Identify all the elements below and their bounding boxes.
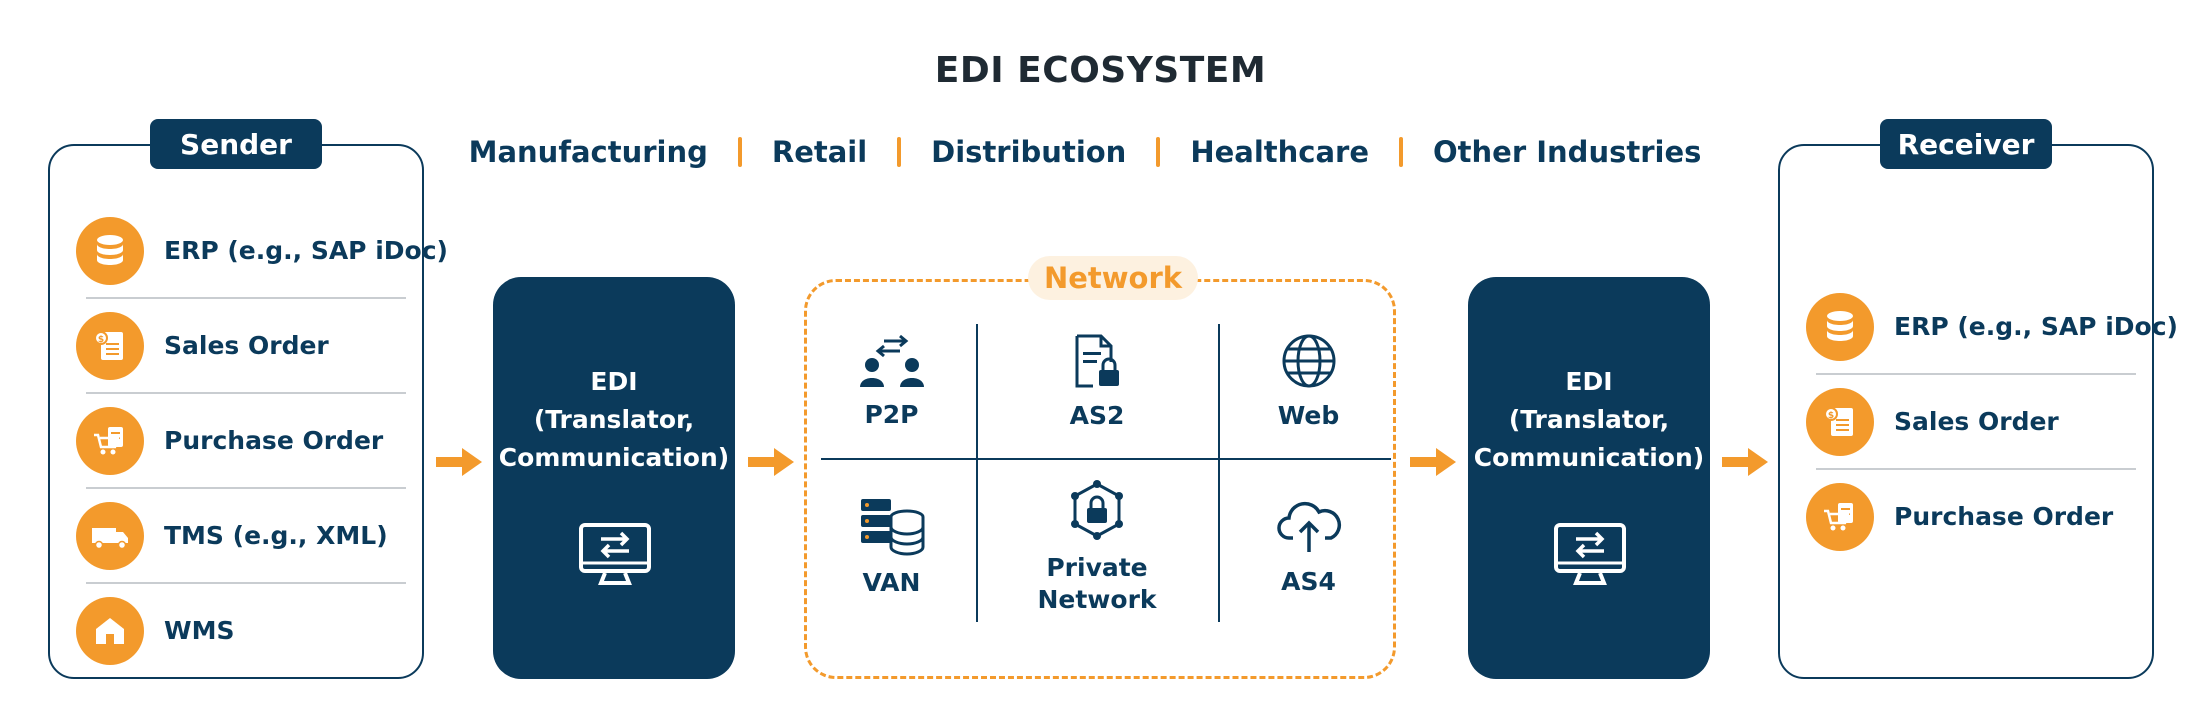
divider — [1816, 373, 2136, 375]
label-line: Network — [1037, 585, 1157, 614]
arrow-right-icon — [436, 448, 482, 476]
server-database-icon — [860, 499, 924, 556]
receiver-label: Receiver — [1880, 119, 2052, 169]
network-cell-as4: AS4 — [1218, 472, 1399, 622]
monitor-exchange-icon — [579, 523, 651, 585]
sender-item-tms: TMS (e.g., XML) — [76, 489, 406, 582]
database-icon — [1806, 292, 1874, 361]
diagram-title: EDI ECOSYSTEM — [934, 50, 1267, 91]
network-cell-label: Web — [1277, 401, 1340, 430]
secure-document-icon — [1075, 334, 1119, 388]
warehouse-icon — [76, 596, 144, 665]
sender-item-label: Purchase Order — [164, 426, 384, 455]
edi-subtitle-line: Communication) — [498, 443, 730, 472]
receiver-item-sales-order: $ Sales Order — [1806, 375, 2136, 468]
cloud-upload-icon — [1276, 501, 1341, 552]
sender-label: Sender — [150, 119, 322, 169]
svg-text:$: $ — [98, 335, 104, 345]
arrow-right-icon — [748, 448, 794, 476]
arrow-right-icon — [1410, 448, 1456, 476]
grid-divider-vertical — [1218, 324, 1220, 622]
industry-separator — [897, 137, 902, 167]
network-cell-van: VAN — [807, 472, 976, 622]
svg-text:$: $ — [1828, 411, 1834, 421]
edi-subtitle-line: Communication) — [1473, 443, 1705, 472]
industry-retail: Retail — [771, 135, 868, 169]
sender-item-label: ERP (e.g., SAP iDoc) — [164, 236, 448, 265]
edi-title: EDI — [1565, 367, 1613, 396]
divider — [86, 487, 406, 489]
cart-icon — [1806, 482, 1874, 551]
receiver-item-purchase-order: Purchase Order — [1806, 470, 2136, 563]
network-cell-label: P2P — [864, 400, 919, 429]
monitor-exchange-icon — [1554, 523, 1626, 585]
document-icon: $ — [76, 311, 144, 380]
receiver-item-label: ERP (e.g., SAP iDoc) — [1894, 312, 2178, 341]
sender-item-erp: ERP (e.g., SAP iDoc) — [76, 204, 448, 297]
divider — [1816, 468, 2136, 470]
network-panel: P2P AS2 Web VAN — [804, 279, 1396, 679]
lock-network-icon — [1071, 480, 1123, 540]
sender-item-label: WMS — [164, 616, 235, 645]
edi-translator-left: EDI (Translator, Communication) — [493, 277, 735, 679]
grid-divider-vertical — [976, 324, 978, 622]
receiver-item-label: Sales Order — [1894, 407, 2059, 436]
receiver-item-label: Purchase Order — [1894, 502, 2114, 531]
edi-translator-right: EDI (Translator, Communication) — [1468, 277, 1710, 679]
sender-panel: ERP (e.g., SAP iDoc) $ Sales Order Purch… — [48, 144, 448, 679]
sender-item-wms: WMS — [76, 584, 406, 677]
industry-distribution: Distribution — [931, 135, 1127, 169]
network-cell-label: AS2 — [1069, 401, 1125, 430]
receiver-item-erp: ERP (e.g., SAP iDoc) — [1806, 280, 2178, 373]
industry-separator — [1156, 137, 1161, 167]
industry-separator — [737, 137, 742, 167]
network-cell-web: Web — [1218, 312, 1399, 452]
edi-title: EDI — [590, 367, 638, 396]
divider — [86, 297, 406, 299]
divider — [86, 392, 406, 394]
industries-row: Manufacturing Retail Distribution Health… — [420, 130, 1750, 174]
sender-item-purchase-order: Purchase Order — [76, 394, 406, 487]
database-icon — [76, 216, 144, 285]
receiver-panel: ERP (e.g., SAP iDoc) $ Sales Order Purch… — [1778, 144, 2178, 679]
edi-subtitle-line: (Translator, — [1508, 405, 1670, 434]
industry-other: Other Industries — [1433, 135, 1702, 169]
industry-separator — [1399, 137, 1404, 167]
peer-to-peer-icon — [859, 334, 924, 387]
industry-healthcare: Healthcare — [1190, 135, 1370, 169]
edi-subtitle-line: (Translator, — [533, 405, 695, 434]
label-line: Private — [1046, 553, 1148, 582]
truck-icon — [76, 501, 144, 570]
sender-item-sales-order: $ Sales Order — [76, 299, 406, 392]
network-cell-label: VAN — [862, 568, 921, 597]
industry-manufacturing: Manufacturing — [468, 135, 708, 169]
arrow-right-icon — [1722, 448, 1768, 476]
divider — [86, 582, 406, 584]
cart-icon — [76, 406, 144, 475]
sender-item-label: Sales Order — [164, 331, 329, 360]
network-cell-as2: AS2 — [976, 312, 1218, 452]
network-cell-label: AS4 — [1281, 567, 1336, 596]
globe-icon — [1282, 334, 1335, 388]
document-icon: $ — [1806, 387, 1874, 456]
network-cell-p2p: P2P — [807, 312, 976, 452]
sender-item-label: TMS (e.g., XML) — [164, 521, 388, 550]
network-label: Network — [1028, 256, 1198, 300]
grid-divider-horizontal — [821, 458, 1391, 460]
